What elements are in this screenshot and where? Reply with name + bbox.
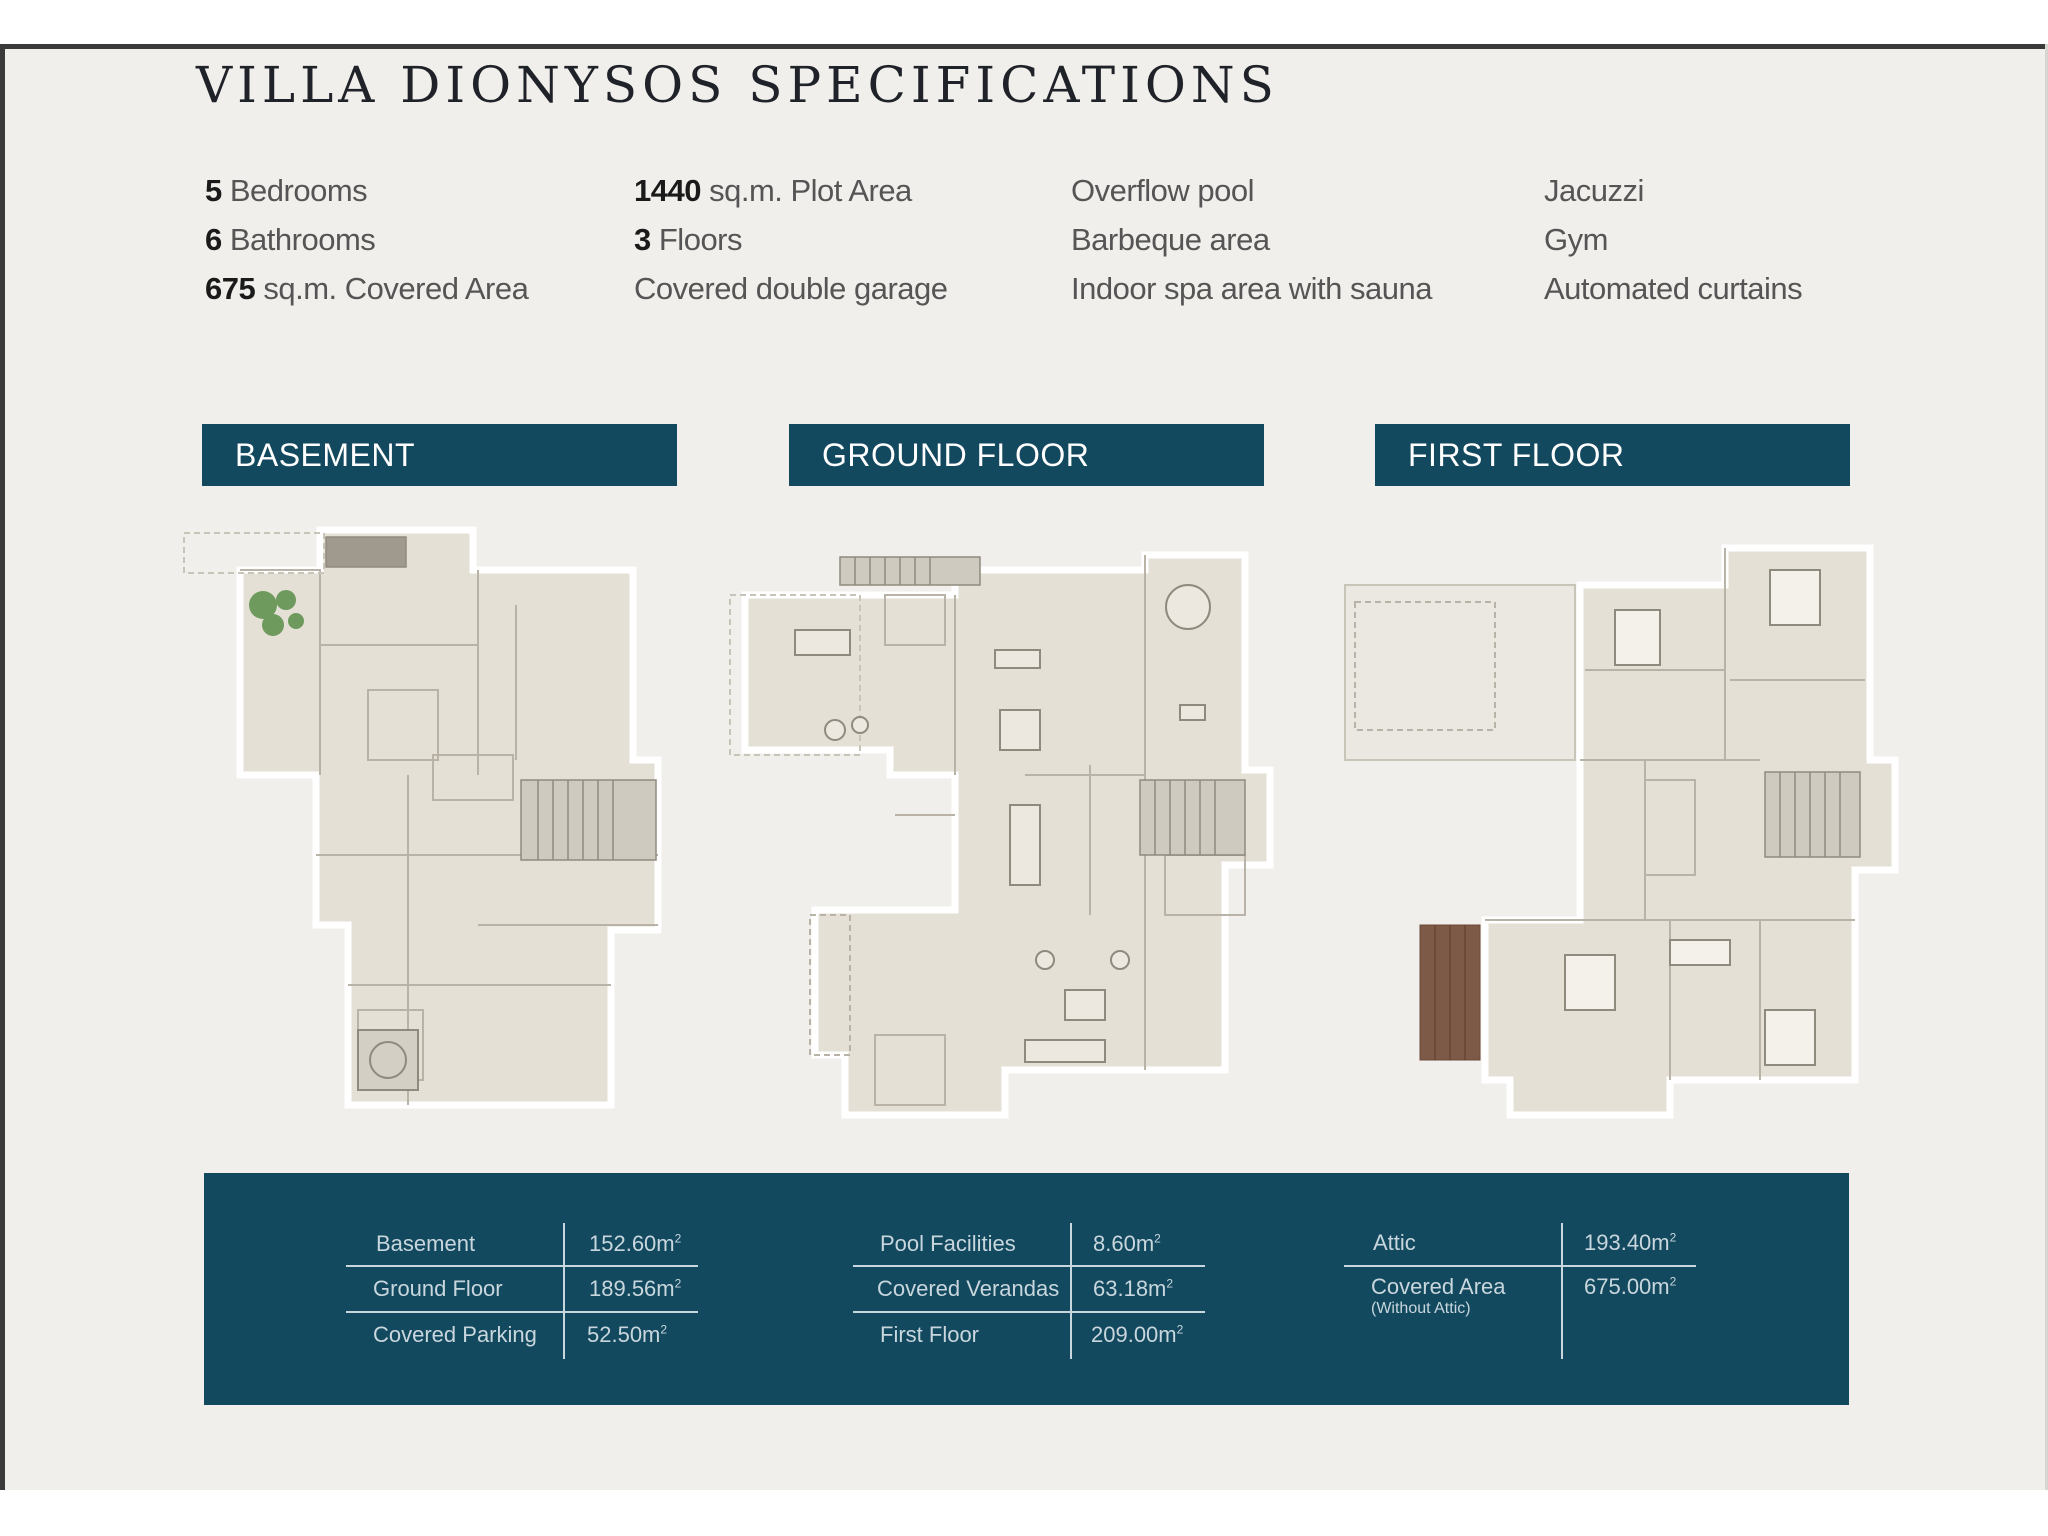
spec-column-2: 1440 sq.m. Plot Area 3 Floors Covered do…	[634, 166, 948, 313]
spec-curtains: Automated curtains	[1544, 271, 1803, 306]
table-row: Ground Floor 189.56m2	[373, 1276, 682, 1301]
spec-garage: Covered double garage	[634, 271, 948, 306]
spec-covered-area: 675 sq.m. Covered Area	[205, 271, 529, 306]
area-table-1: Basement 152.60m2 Ground Floor 189.56m2 …	[346, 1223, 698, 1359]
spec-column-4: Jacuzzi Gym Automated curtains	[1544, 166, 1803, 313]
table-divider	[563, 1223, 565, 1359]
banner-ground-floor: GROUND FLOOR	[789, 424, 1264, 486]
spec-pool: Overflow pool	[1071, 173, 1255, 208]
area-summary-panel: Basement 152.60m2 Ground Floor 189.56m2 …	[204, 1173, 1849, 1405]
spec-plot-area: 1440 sq.m. Plot Area	[634, 173, 912, 208]
spec-column-1: 5 Bedrooms 6 Bathrooms 675 sq.m. Covered…	[205, 166, 529, 313]
table-row: Attic 193.40m2	[1373, 1230, 1677, 1255]
page-edge	[2045, 44, 2048, 1490]
table-rule	[346, 1265, 698, 1267]
spec-bathrooms: 6 Bathrooms	[205, 222, 376, 257]
table-rule	[853, 1311, 1205, 1313]
spec-bedrooms: 5 Bedrooms	[205, 173, 368, 208]
spec-jacuzzi: Jacuzzi	[1544, 173, 1644, 208]
table-row: Covered Verandas 63.18m2	[877, 1276, 1174, 1301]
table-row: Pool Facilities 8.60m2	[880, 1231, 1161, 1256]
table-row: Basement 152.60m2	[376, 1231, 682, 1256]
spec-gym: Gym	[1544, 222, 1608, 257]
table-divider	[1070, 1223, 1072, 1359]
area-table-2: Pool Facilities 8.60m2 Covered Verandas …	[853, 1223, 1205, 1359]
spec-floors: 3 Floors	[634, 222, 743, 257]
table-rule	[346, 1311, 698, 1313]
table-row: Covered Parking 52.50m2	[373, 1322, 668, 1347]
spec-spa: Indoor spa area with sauna	[1071, 271, 1432, 306]
table-row: Covered Area (Without Attic) 675.00m2	[1371, 1274, 1677, 1317]
table-row: First Floor 209.00m2	[880, 1322, 1184, 1347]
spec-barbeque: Barbeque area	[1071, 222, 1270, 257]
area-table-3: Attic 193.40m2 Covered Area (Without Att…	[1344, 1223, 1696, 1359]
spec-column-3: Overflow pool Barbeque area Indoor spa a…	[1071, 166, 1432, 313]
page-title: VILLA DIONYSOS SPECIFICATIONS	[196, 56, 1279, 114]
banner-first-floor: FIRST FLOOR	[1375, 424, 1850, 486]
banner-basement: BASEMENT	[202, 424, 677, 486]
basement-floor-plan	[183, 526, 662, 1109]
table-rule	[853, 1265, 1205, 1267]
table-divider	[1561, 1223, 1563, 1359]
table-rule	[1344, 1265, 1696, 1267]
ground-floor-plan	[729, 551, 1274, 1119]
first-floor-plan	[1344, 544, 1899, 1119]
